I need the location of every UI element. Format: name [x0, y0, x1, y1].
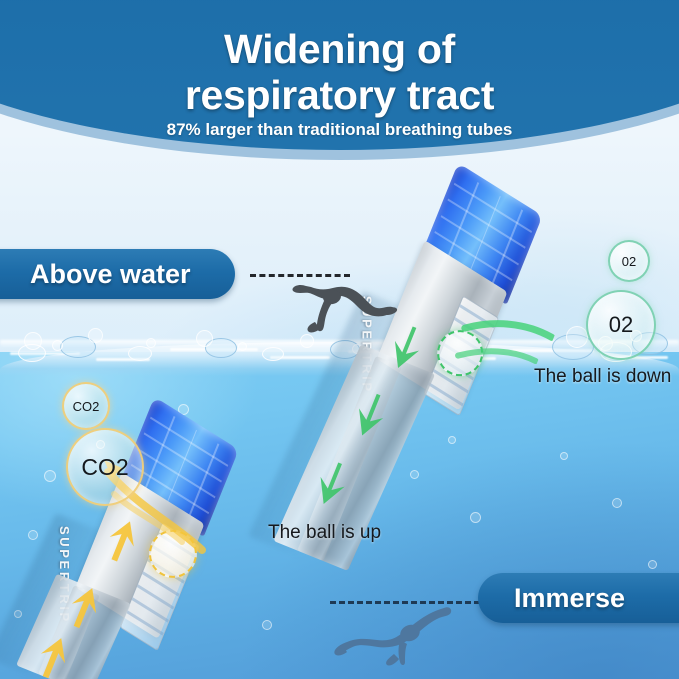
exhale-arrow-up	[99, 515, 145, 568]
gas-bubble-label: 02	[621, 253, 637, 269]
surface-bubble	[24, 332, 42, 350]
badge-immerse[interactable]: Immerse	[478, 573, 679, 623]
gas-bubble-label: CO2	[72, 398, 100, 414]
caption-ball-down: The ball is down	[534, 366, 672, 387]
surface-bubble	[88, 328, 103, 343]
connector-line-above-water	[250, 274, 350, 277]
airflow-whoosh	[451, 328, 539, 391]
airflow-arrow-down	[382, 319, 432, 376]
surface-bubble	[146, 338, 156, 348]
underwater-bubble	[14, 610, 22, 618]
gas-bubble-o2-small: 02	[608, 240, 650, 282]
badge-above-water[interactable]: Above water	[0, 249, 235, 299]
surface-bubble	[566, 326, 588, 348]
gas-bubble-o2-large: 02	[586, 290, 656, 360]
airflow-arrow-down	[346, 386, 396, 443]
exhale-arrow-up	[61, 582, 107, 635]
diver-silhouette-above	[288, 274, 398, 336]
surface-bubble	[52, 340, 63, 351]
gas-bubble-label: CO2	[81, 453, 129, 480]
title-line-2: respiratory tract	[184, 72, 495, 118]
page-subtitle: 87% larger than traditional breathing tu…	[166, 120, 513, 139]
underwater-bubble	[410, 470, 419, 479]
badge-above-water-label: Above water	[30, 258, 191, 289]
underwater-bubble	[448, 436, 456, 444]
exhale-arrow-up	[30, 632, 76, 679]
underwater-bubble	[560, 452, 568, 460]
badge-immerse-label: Immerse	[514, 582, 626, 613]
snorkel-immersed: SUPERTRIP	[0, 379, 275, 679]
caption-ball-up: The ball is up	[268, 522, 382, 543]
snorkel-above-water: SUPERTRIP	[247, 146, 571, 603]
underwater-bubble	[262, 620, 272, 630]
page-title: Widening of respiratory tract	[0, 26, 679, 118]
banner-primary-curve	[0, 0, 679, 150]
underwater-bubble	[648, 560, 657, 569]
gas-bubble-label: 02	[608, 312, 634, 337]
underwater-bubble	[44, 470, 56, 482]
gas-bubble-co2-large: CO2	[66, 428, 144, 506]
airflow-whoosh	[457, 299, 556, 370]
airflow-arrow-down	[307, 455, 357, 512]
surface-bubble	[196, 330, 213, 347]
connector-line-immerse	[330, 601, 480, 604]
surface-bubble	[300, 334, 314, 348]
diver-silhouette-below	[332, 602, 452, 668]
title-line-1: Widening of	[224, 26, 455, 72]
underwater-bubble	[612, 498, 622, 508]
gas-bubble-co2-small: CO2	[62, 382, 110, 430]
surface-bubble	[238, 342, 247, 351]
header-banner: Widening of respiratory tract 87% larger…	[0, 0, 679, 175]
underwater-bubble	[470, 512, 481, 523]
underwater-bubble	[28, 530, 38, 540]
